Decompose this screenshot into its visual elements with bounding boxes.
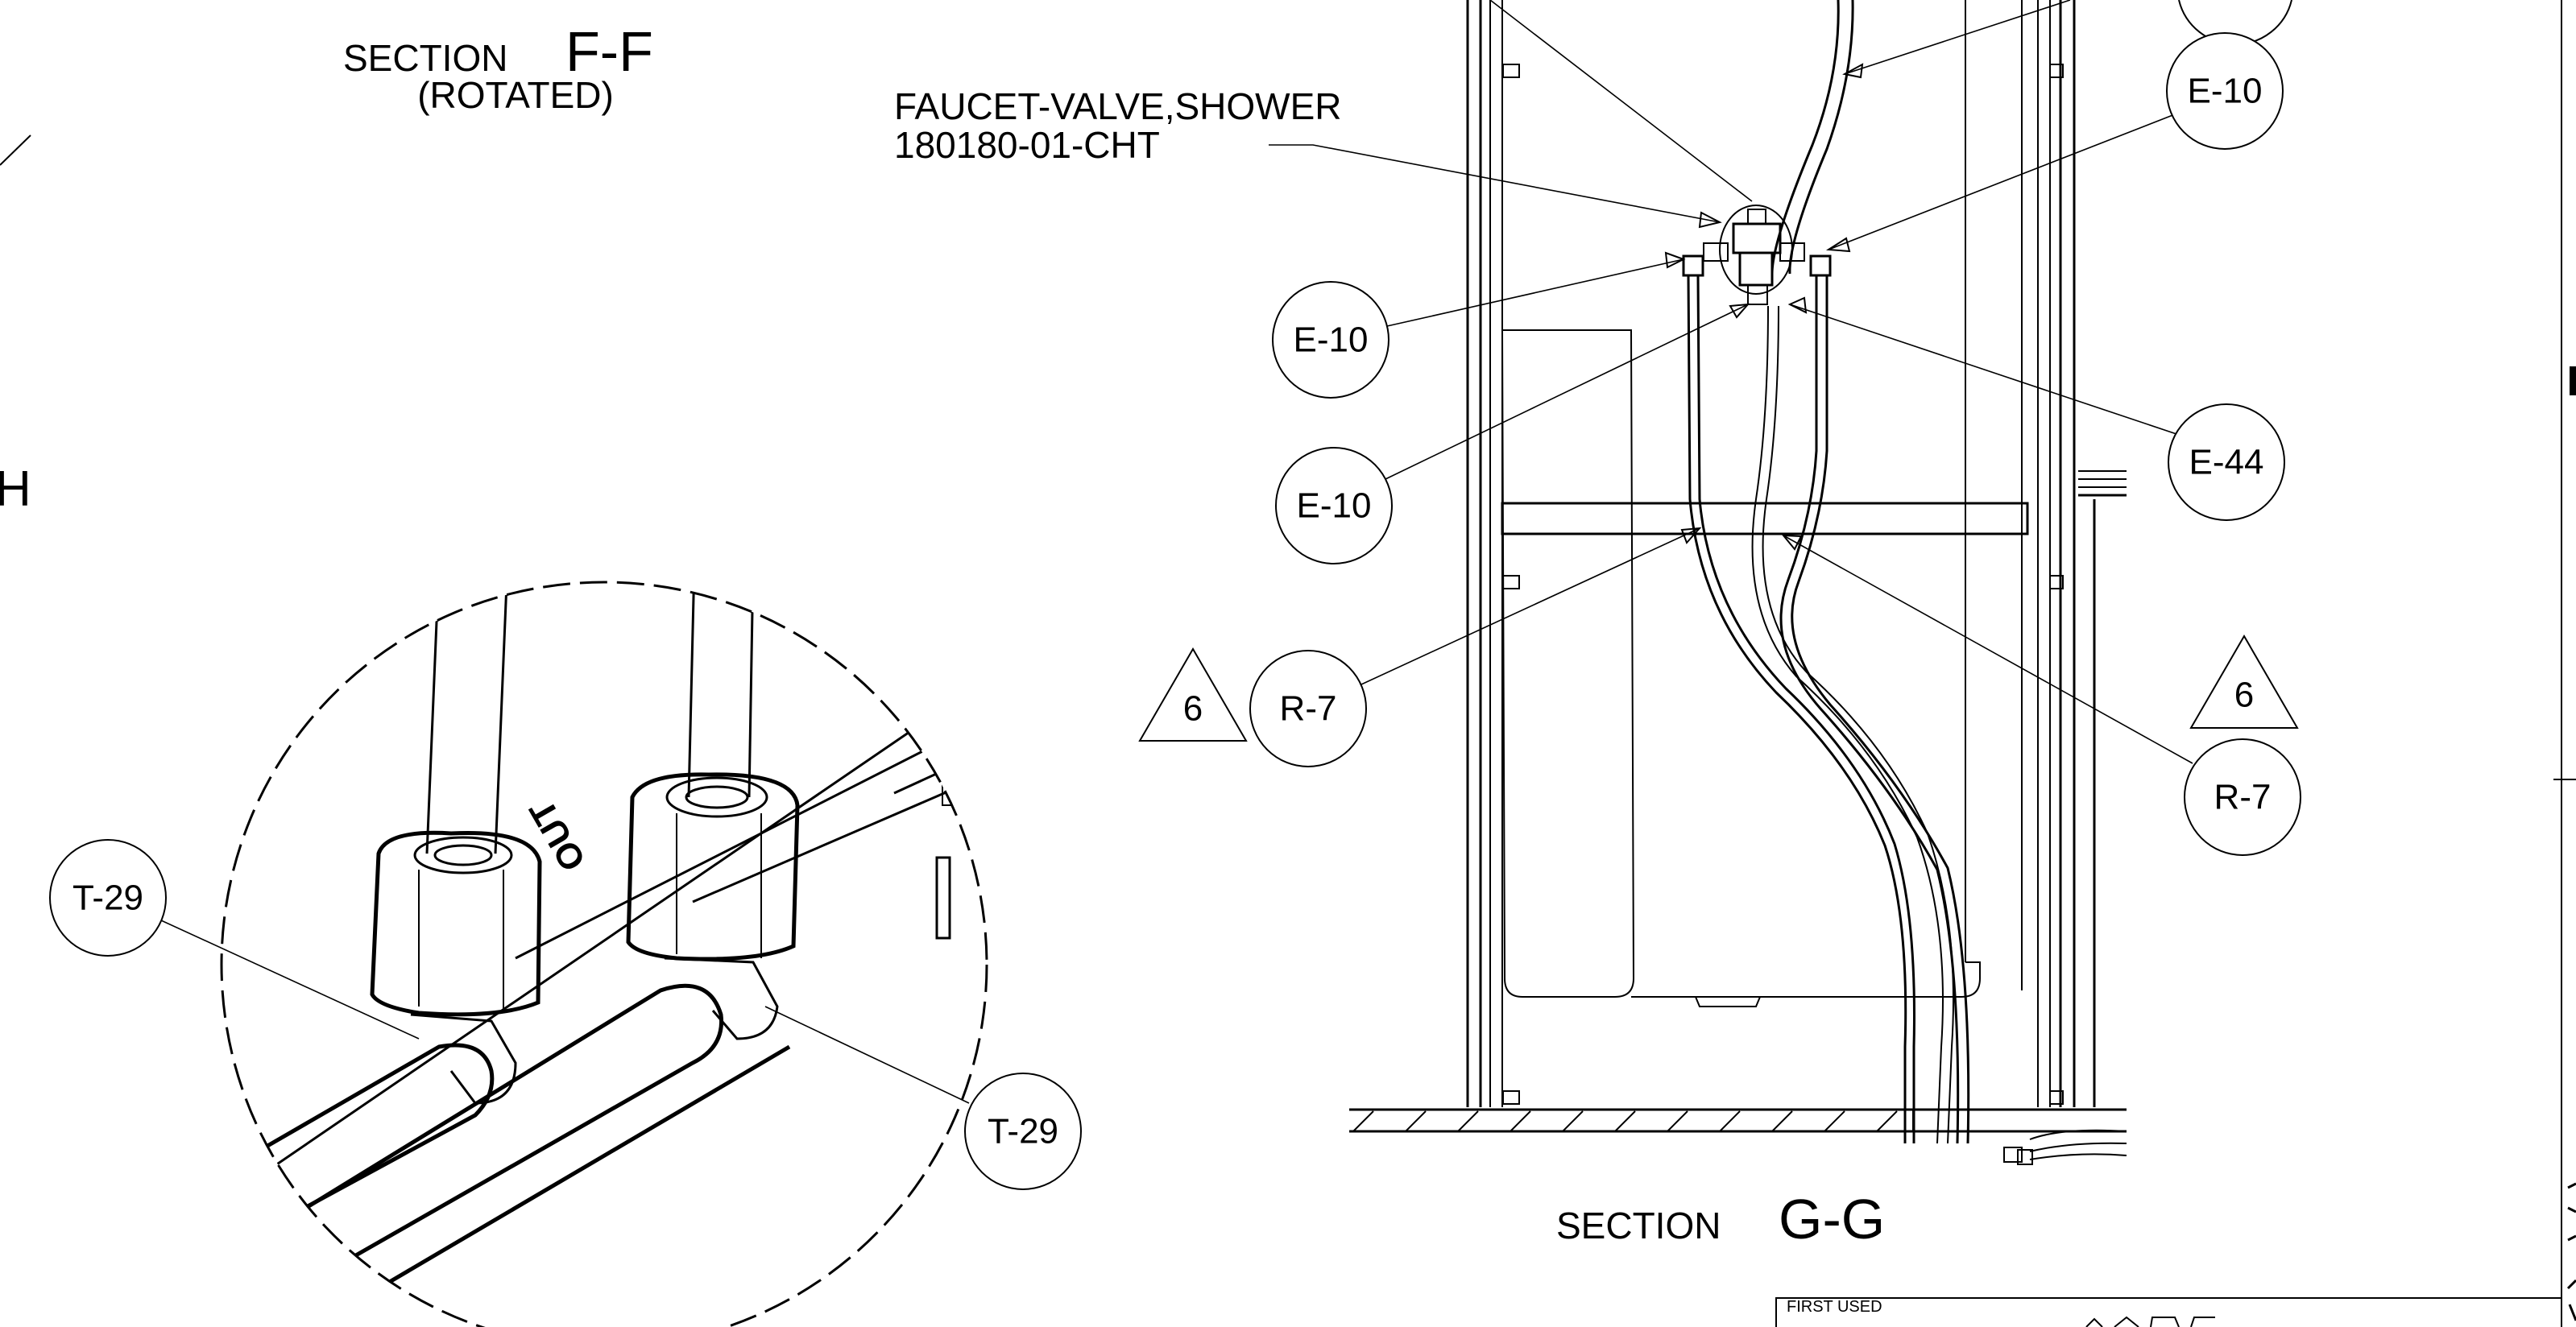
- detail-boundary-circle: [220, 581, 988, 1327]
- callout-e44: E-44: [1787, 296, 2285, 521]
- callout-e10-left-upper-label: E-10: [1294, 320, 1369, 360]
- part-note-line2: 180180-01-CHT: [894, 124, 1160, 166]
- shower-valve: [1682, 205, 1832, 305]
- callout-r7-left-label: R-7: [1280, 689, 1337, 729]
- section-g-view: [1349, 0, 2127, 1165]
- leader-top-right: [1844, 0, 2071, 75]
- callout-r7-right-label: R-7: [2214, 778, 2272, 817]
- out-stamp-text: OUT: [522, 793, 594, 878]
- first-used-label: FIRST USED: [1787, 1298, 1882, 1316]
- revision-flag-left: 6: [1138, 647, 1248, 742]
- callout-r7-right: R-7: [1781, 534, 2301, 856]
- section-f-title: SECTION F-F (ROTATED): [343, 20, 653, 116]
- callout-e10-left-upper: E-10: [1272, 251, 1686, 399]
- callout-r7-left: R-7: [1249, 527, 1702, 767]
- part-note: FAUCET-VALVE,SHOWER 180180-01-CHT: [894, 85, 1722, 229]
- section-f-letters: F-F: [565, 20, 653, 83]
- section-g-title: SECTION G-G: [1556, 1188, 1885, 1251]
- section-g-letters: G-G: [1779, 1188, 1885, 1251]
- callout-e10-left-lower-label: E-10: [1297, 486, 1372, 526]
- callout-t29-right-label: T-29: [988, 1112, 1058, 1151]
- revision-flag-right-number: 6: [2234, 676, 2254, 715]
- detail-pipework: [222, 582, 987, 1291]
- revision-flag-left-number: 6: [1183, 689, 1203, 729]
- edge-fragment-letter: H: [0, 461, 31, 517]
- callout-e10-top-right-label: E-10: [2188, 72, 2263, 111]
- section-f-subtitle: (ROTATED): [417, 74, 614, 116]
- callout-e44-label: E-44: [2189, 443, 2264, 482]
- callout-t29-right: T-29: [764, 1006, 1082, 1190]
- callout-e10-top-right: E-10: [1825, 32, 2284, 253]
- title-block-fragment: FIRST USED: [1775, 0, 2576, 1327]
- callout-e10-left-lower: E-10: [1275, 303, 1750, 564]
- callout-t29-left: T-29: [49, 839, 420, 1040]
- section-f-prefix: SECTION: [343, 37, 507, 79]
- part-note-line1: FAUCET-VALVE,SHOWER: [894, 85, 1342, 127]
- callout-t29-left-label: T-29: [72, 878, 143, 918]
- detail-view: OUT: [220, 581, 988, 1327]
- section-g-prefix: SECTION: [1556, 1205, 1721, 1246]
- edge-fragment-line: [0, 134, 31, 166]
- leader-top-left: [1489, 0, 1753, 202]
- revision-flag-right: 6: [2189, 635, 2299, 729]
